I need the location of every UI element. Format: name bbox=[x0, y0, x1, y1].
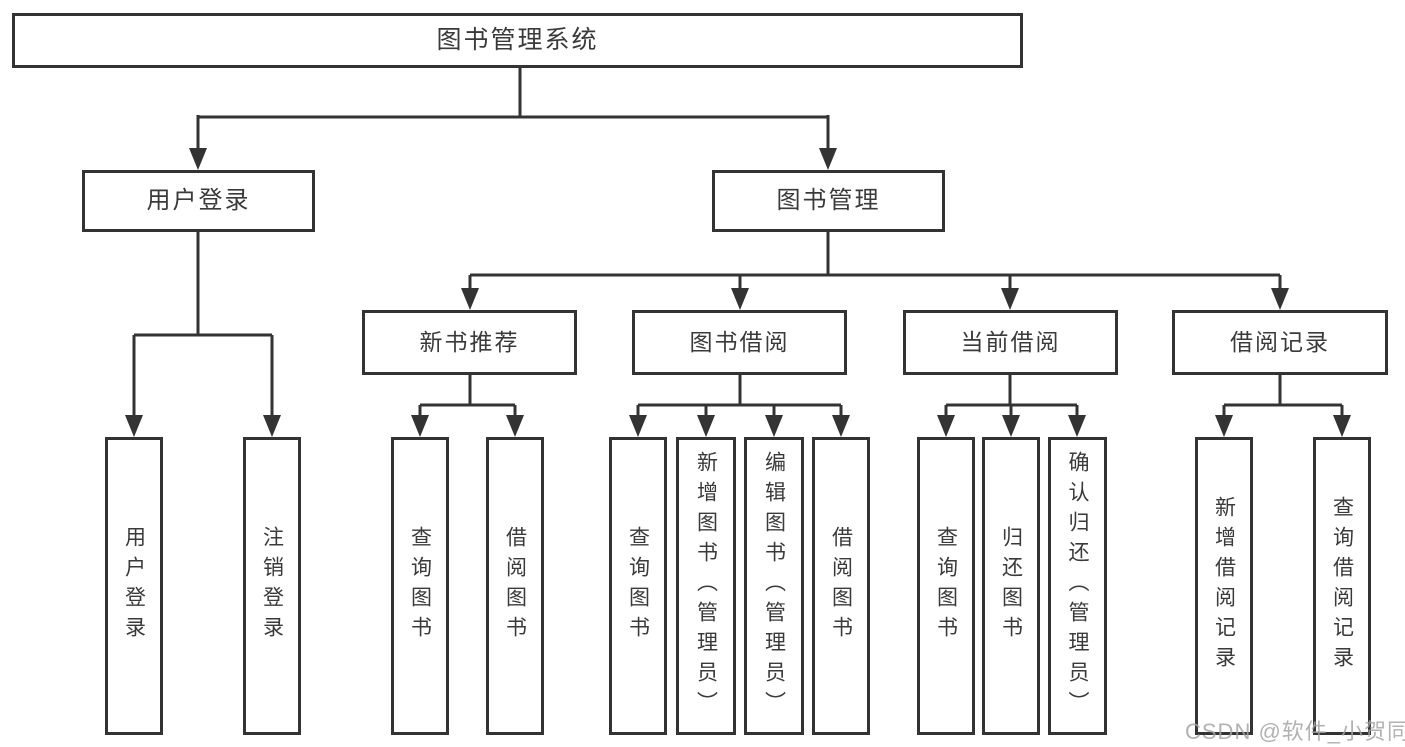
leaf-borrow-book-1: 借阅图书 bbox=[486, 437, 544, 735]
arrowhead-new-book-recommend bbox=[461, 288, 479, 310]
arrowhead-leaf-query-book-2 bbox=[629, 415, 647, 437]
leaf-query-book-3: 查询图书 bbox=[917, 437, 975, 735]
arrowhead-leaf-borrow-book-1 bbox=[506, 415, 524, 437]
arrowhead-leaf-user-login bbox=[125, 415, 143, 437]
leaf-logout-label: 注销登录 bbox=[260, 526, 284, 646]
node-root-system-label: 图书管理系统 bbox=[436, 26, 599, 54]
node-book-management: 图书管理 bbox=[712, 170, 945, 232]
node-new-book-recommend-label: 新书推荐 bbox=[419, 329, 520, 355]
node-book-borrow: 图书借阅 bbox=[632, 310, 847, 375]
leaf-add-book: 新增图书（管理员） bbox=[676, 437, 736, 735]
node-book-management-label: 图书管理 bbox=[776, 187, 881, 214]
connector-root-to-level2 bbox=[196, 66, 830, 160]
arrowhead-leaf-confirm-return bbox=[1068, 415, 1086, 437]
arrowhead-leaf-return-book bbox=[1002, 415, 1020, 437]
arrowhead-leaf-add-book bbox=[697, 415, 715, 437]
leaf-confirm-return-label: 确认归还（管理员） bbox=[1066, 451, 1089, 721]
arrowhead-leaf-edit-book bbox=[765, 415, 783, 437]
leaf-borrow-book-1-label: 借阅图书 bbox=[503, 526, 527, 646]
leaf-query-book-2: 查询图书 bbox=[609, 437, 667, 735]
connector-book-borrow-to-leaves bbox=[636, 375, 843, 428]
leaf-logout: 注销登录 bbox=[243, 437, 301, 735]
arrowhead-leaf-borrow-book-2 bbox=[832, 415, 850, 437]
leaf-return-book-label: 归还图书 bbox=[999, 526, 1023, 646]
node-user-login: 用户登录 bbox=[82, 170, 315, 232]
csdn-watermark: CSDN @软件_小贺同学 bbox=[1185, 719, 1405, 744]
connector-book-management-to-level3 bbox=[468, 232, 1282, 302]
leaf-edit-book: 编辑图书（管理员） bbox=[744, 437, 804, 735]
arrowhead-book-borrow bbox=[731, 288, 749, 310]
connector-borrow-record-to-leaves bbox=[1222, 375, 1344, 428]
leaf-query-book-2-label: 查询图书 bbox=[626, 526, 650, 646]
arrowhead-leaf-query-book-1 bbox=[411, 415, 429, 437]
node-book-borrow-label: 图书借阅 bbox=[689, 329, 790, 355]
leaf-query-book-1-label: 查询图书 bbox=[408, 526, 432, 646]
node-borrow-record-label: 借阅记录 bbox=[1230, 329, 1330, 355]
leaf-return-book: 归还图书 bbox=[982, 437, 1040, 735]
leaf-borrow-book-2-label: 借阅图书 bbox=[829, 526, 853, 646]
connector-user-login-to-leaves bbox=[132, 232, 274, 428]
leaf-query-book-1: 查询图书 bbox=[391, 437, 449, 735]
arrowhead-current-borrow bbox=[1001, 288, 1019, 310]
arrowhead-leaf-query-book-3 bbox=[937, 415, 955, 437]
node-new-book-recommend: 新书推荐 bbox=[362, 310, 577, 375]
arrowhead-borrow-record bbox=[1271, 288, 1289, 310]
node-user-login-label: 用户登录 bbox=[146, 187, 251, 214]
connector-new-book-recommend-to-leaves bbox=[418, 375, 517, 428]
node-root-system: 图书管理系统 bbox=[12, 13, 1023, 68]
leaf-query-book-3-label: 查询图书 bbox=[934, 526, 958, 646]
arrowhead-leaf-logout bbox=[263, 415, 281, 437]
arrowhead-leaf-add-record bbox=[1215, 415, 1233, 437]
node-current-borrow-label: 当前借阅 bbox=[960, 329, 1061, 355]
arrowhead-user-login bbox=[189, 148, 207, 170]
arrowhead-book-management bbox=[819, 148, 837, 170]
leaf-confirm-return: 确认归还（管理员） bbox=[1048, 437, 1107, 735]
leaf-query-record-label: 查询借阅记录 bbox=[1330, 496, 1354, 676]
leaf-user-login: 用户登录 bbox=[105, 437, 163, 735]
node-current-borrow: 当前借阅 bbox=[903, 310, 1118, 375]
leaf-add-book-label: 新增图书（管理员） bbox=[694, 451, 718, 721]
leaf-borrow-book-2: 借阅图书 bbox=[812, 437, 870, 735]
leaf-edit-book-label: 编辑图书（管理员） bbox=[762, 451, 786, 721]
leaf-add-record: 新增借阅记录 bbox=[1195, 437, 1253, 735]
leaf-query-record: 查询借阅记录 bbox=[1313, 437, 1371, 735]
node-borrow-record: 借阅记录 bbox=[1172, 310, 1388, 375]
arrowhead-leaf-query-record bbox=[1333, 415, 1351, 437]
leaf-add-record-label: 新增借阅记录 bbox=[1212, 496, 1236, 676]
leaf-user-login-label: 用户登录 bbox=[122, 526, 146, 646]
